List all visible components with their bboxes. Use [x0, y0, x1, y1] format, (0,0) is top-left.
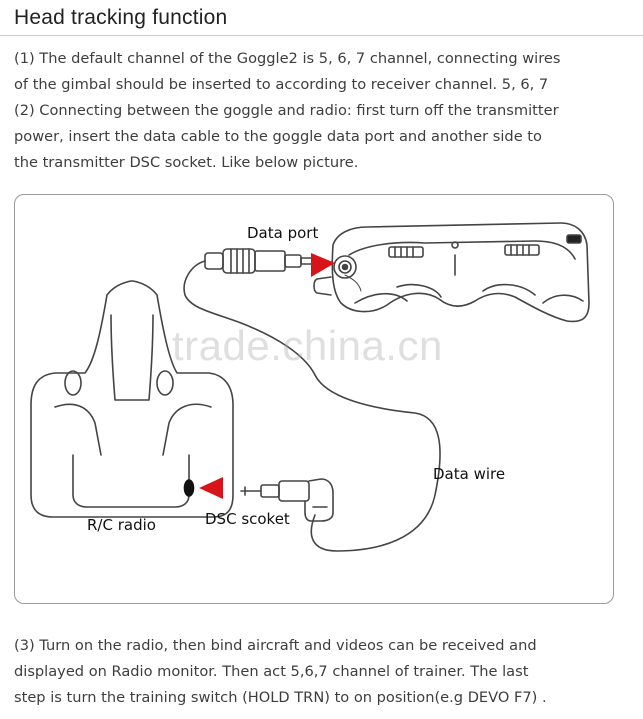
data-wire-label: Data wire — [433, 465, 506, 483]
connection-diagram: Data port Data wire R/C radio DSC scoket — [14, 194, 614, 604]
outro-paragraph: (3) Turn on the radio, then bind aircraf… — [14, 633, 634, 711]
outro-line: step is turn the training switch (HOLD T… — [14, 689, 547, 706]
rc-radio-illustration — [30, 280, 234, 518]
intro-line: (2) Connecting between the goggle and ra… — [14, 102, 559, 119]
goggle-illustration — [313, 222, 590, 323]
intro-line: the transmitter DSC socket. Like below p… — [14, 154, 359, 171]
page-title: Head tracking function — [14, 6, 228, 29]
intro-line: (1) The default channel of the Goggle2 i… — [14, 50, 561, 67]
dsc-plug — [240, 478, 334, 522]
diagram-drawing — [30, 222, 590, 552]
rc-radio-label: R/C radio — [87, 516, 156, 534]
dsc-socket-label: DSC scoket — [205, 510, 290, 528]
title-divider — [0, 35, 643, 36]
outro-line: (3) Turn on the radio, then bind aircraf… — [14, 637, 537, 654]
intro-line: power, insert the data cable to the gogg… — [14, 128, 542, 145]
intro-line: of the gimbal should be inserted to acco… — [14, 76, 549, 93]
arrow-to-data-port — [311, 253, 335, 277]
arrow-to-dsc-socket — [199, 477, 223, 499]
watermark: trade.china.cn — [172, 322, 443, 369]
outro-line: displayed on Radio monitor. Then act 5,6… — [14, 663, 529, 680]
data-port-label: Data port — [247, 224, 319, 242]
data-cable-plug-top — [204, 248, 314, 274]
intro-paragraph: (1) The default channel of the Goggle2 i… — [14, 46, 634, 176]
